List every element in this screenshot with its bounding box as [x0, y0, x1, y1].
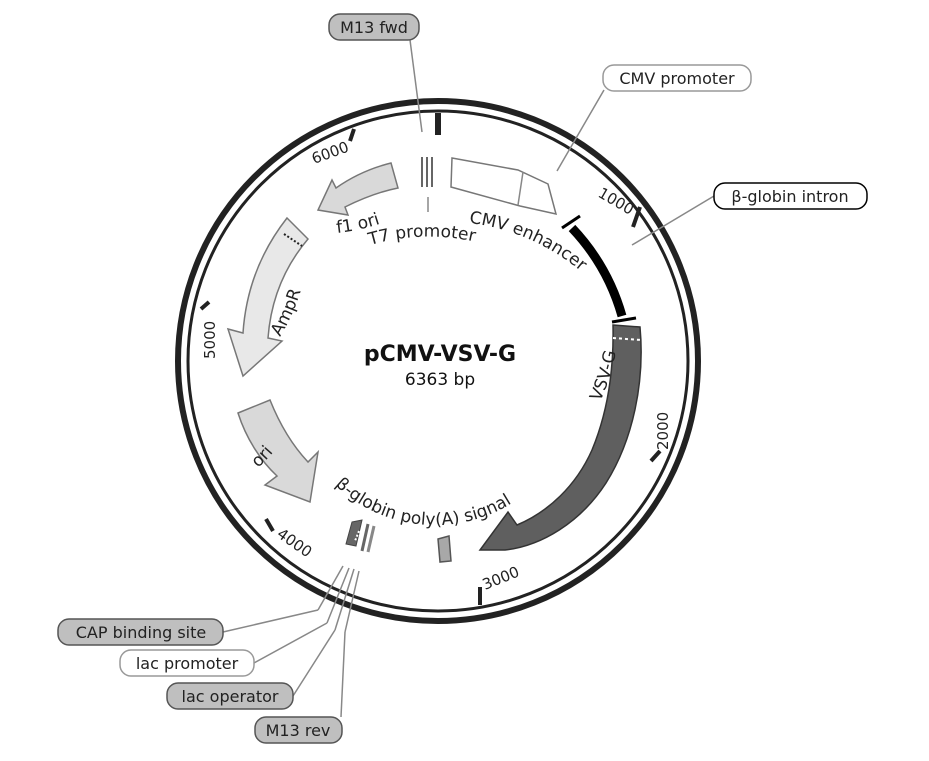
lac-operator-callout[interactable]: lac operator [166, 682, 294, 710]
m13-fwd-leader [409, 39, 423, 133]
t7-m13fwd-marks[interactable] [421, 157, 433, 212]
vsv-g-arrow[interactable] [478, 324, 642, 551]
beta-globin-intron-feature[interactable] [568, 224, 627, 318]
backbone-inner-ring [186, 109, 690, 613]
m13-rev-callout-label: M13 rev [266, 721, 331, 740]
vsv-g-dotted-marker [612, 337, 642, 341]
lac-promoter-callout[interactable]: lac promoter [119, 649, 255, 677]
cmv-enhancer-promoter-divider [517, 171, 524, 206]
m13-rev-callout-box [254, 716, 343, 744]
lac-region-block [345, 519, 363, 547]
cap-binding-site-callout-box [57, 618, 224, 646]
lac-operator-callout-box [166, 682, 294, 710]
lac-region-cluster[interactable] [345, 519, 376, 553]
plasmid-name: pCMV-VSV-G [364, 342, 516, 367]
beta-globin-intron-cap-end [611, 316, 637, 324]
beta-globin-intron-callout-label: β-globin intron [731, 187, 848, 206]
m13-fwd-callout-box [328, 13, 420, 41]
lac-region-line-2 [366, 525, 376, 553]
cmv-promoter-callout[interactable]: CMV promoter [602, 64, 752, 92]
cmv-promoter-callout-box [602, 64, 752, 92]
cap-binding-site-callout-label: CAP binding site [76, 623, 206, 642]
t7-promoter-label: T7 promoter [365, 222, 477, 251]
m13-fwd-callout-label: M13 fwd [340, 18, 408, 37]
m13-fwd-callout[interactable]: M13 fwd [328, 13, 420, 41]
cap-binding-site-leader [222, 609, 319, 633]
plasmid-length: 6363 bp [405, 370, 475, 390]
lac-promoter-callout-label: lac promoter [136, 654, 239, 673]
m13-rev-leader-2 [344, 570, 360, 633]
lac-region-line-1 [360, 523, 370, 552]
tick-mark-2000 [649, 449, 662, 463]
beta-globin-polya-feature[interactable] [437, 535, 452, 563]
tick-mark-6000 [348, 128, 356, 142]
cap-binding-site-callout[interactable]: CAP binding site [57, 618, 224, 646]
cmv-enhancer-arrow[interactable] [450, 157, 558, 216]
ampr-arrow[interactable] [226, 216, 310, 378]
lac-operator-leader [292, 629, 336, 697]
lac-promoter-leader [253, 622, 328, 664]
tick-mark-5000 [199, 300, 211, 311]
cmv-enhancer-label: CMV enhancer [468, 208, 590, 275]
tick-label-2000: 2000 [654, 412, 672, 450]
beta-globin-intron-callout-box [713, 182, 868, 210]
cmv-promoter-callout-label: CMV promoter [619, 69, 735, 88]
beta-globin-intron-leader [631, 195, 715, 246]
tick-mark-1000 [631, 206, 642, 228]
lac-promoter-callout-box [119, 649, 255, 677]
lac-promoter-leader-2 [326, 567, 350, 624]
lac-operator-callout-label: lac operator [182, 687, 279, 706]
tick-mark-4000 [264, 517, 275, 533]
m13-rev-callout[interactable]: M13 rev [254, 716, 343, 744]
cap-binding-site-leader-2 [317, 565, 344, 611]
f1-ori-arrow[interactable] [316, 162, 399, 216]
tick-label-3000: 3000 [480, 563, 522, 594]
lac-region-dotted [354, 530, 360, 542]
cmv-promoter-leader [556, 89, 605, 172]
tick-label-5000: 5000 [201, 321, 219, 359]
beta-globin-intron-cap-start [561, 214, 581, 230]
ori-arrow[interactable] [237, 399, 320, 504]
m13-rev-leader [340, 631, 346, 718]
beta-globin-intron-callout[interactable]: β-globin intron [713, 182, 868, 210]
backbone-outer-ring [175, 98, 701, 624]
lac-operator-leader-2 [334, 568, 355, 631]
